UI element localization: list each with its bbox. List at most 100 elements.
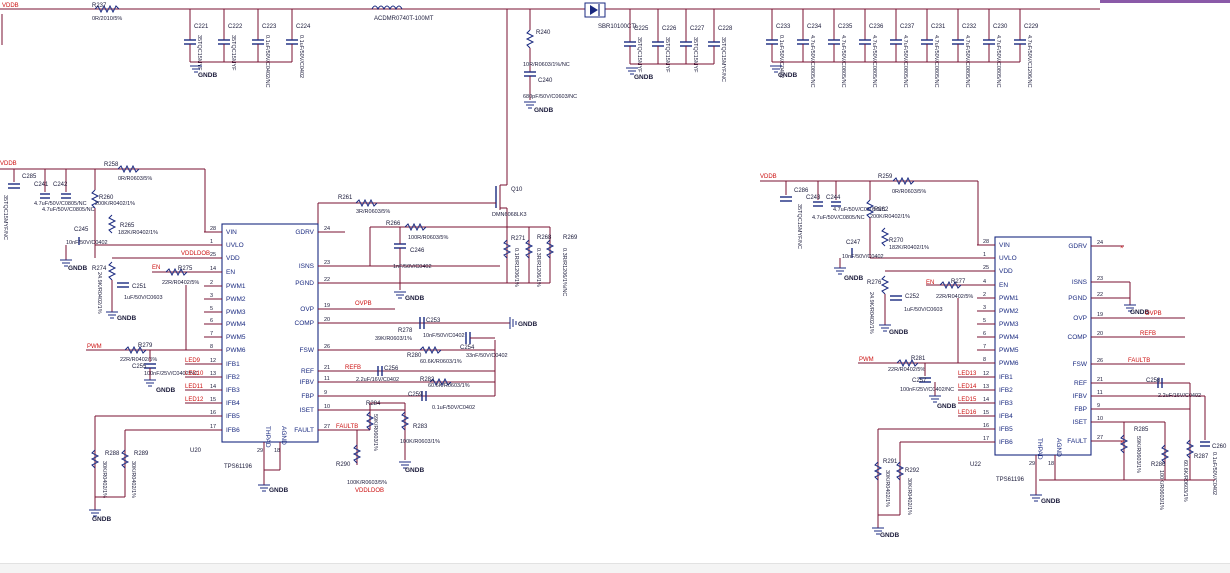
net-led14-u22: LED14 bbox=[958, 384, 977, 390]
u20-pin-ifb2-num: 13 bbox=[210, 371, 216, 377]
r277-ref: R277 bbox=[951, 279, 966, 285]
r276-value: 24.9K/R0402/1% bbox=[868, 292, 874, 334]
gnd-label-pgnd-r: GNDB bbox=[1130, 309, 1149, 316]
snubber-network: R240 10R/R0603/1%/NC C240 680pF/50V/C060… bbox=[523, 9, 577, 114]
u22-pin-fbp-num: 9 bbox=[1097, 403, 1100, 409]
u22-pin-ifb5-label: IFB5 bbox=[999, 426, 1013, 433]
u20-pin-ifb4-label: IFB4 bbox=[226, 400, 240, 407]
c221-ref: C221 bbox=[194, 24, 209, 30]
output-caps-group-a: C22535TQC15MYFC22635TQC15MYFC22735TQC15M… bbox=[624, 9, 733, 82]
u22-pin-gdrv-num: 24 bbox=[1097, 240, 1103, 246]
r292-value: 30K/R0402/1% bbox=[906, 478, 912, 515]
u20-pin-ifb2-label: IFB2 bbox=[226, 374, 240, 381]
bottom-scroll-strip[interactable] bbox=[0, 563, 1230, 573]
u22-pin-ref-num: 21 bbox=[1097, 377, 1103, 383]
net-refb-u20: REFB bbox=[345, 365, 361, 371]
r274-ref: R274 bbox=[92, 266, 107, 272]
c244-value: 4.7uF/50V/C0805/NC bbox=[833, 207, 886, 213]
u20-pin-ifb6-num: 17 bbox=[210, 424, 216, 430]
net-led13-u22: LED13 bbox=[958, 371, 977, 377]
net-led12-u20: LED12 bbox=[185, 397, 204, 403]
c257-ref: C257 bbox=[912, 378, 927, 384]
u22-ref: U22 bbox=[970, 462, 982, 468]
r265-value: 182K/R0402/1% bbox=[118, 230, 158, 236]
r279-ref: R279 bbox=[138, 343, 153, 349]
u22-pin-ifb4-label: IFB4 bbox=[999, 413, 1013, 420]
c227-ref: C227 bbox=[690, 26, 705, 32]
r284-value: 59K/R0603/1% bbox=[372, 414, 378, 451]
r266-value: 100R/R0603/5% bbox=[408, 235, 448, 241]
u20-pin-ref-label: REF bbox=[301, 368, 314, 375]
u22-pin-pwm5-num: 7 bbox=[983, 344, 986, 350]
gnd-label-pwm-r: GNDB bbox=[937, 403, 956, 410]
u22-right-network: × GNDB OVPB REFB FAULTB × C258 2.2uF/16V… bbox=[1039, 245, 1227, 510]
u20-pin-pwm3-num: 5 bbox=[210, 306, 213, 312]
r269-ref: R269 bbox=[563, 235, 578, 241]
u22-pin-isns-label: ISNS bbox=[1072, 279, 1088, 286]
r261-ref: R261 bbox=[338, 195, 353, 201]
c229-value: 4.7uF/50V/C1206/NC bbox=[1026, 35, 1032, 88]
net-ovpb-u20: OVPB bbox=[355, 301, 372, 307]
c251-value: 1uF/50V/C0603 bbox=[124, 295, 163, 301]
gnd-label-uvlo: GNDB bbox=[68, 265, 87, 272]
no-connect-gdrv: × bbox=[1120, 245, 1124, 251]
u20-pin-gdrv-label: GDRV bbox=[295, 229, 314, 236]
c247-ref: C247 bbox=[846, 240, 861, 246]
u20-pin-vdd-num: 25 bbox=[210, 252, 216, 258]
u20-agnd-num: 18 bbox=[274, 448, 280, 454]
u22-pin-isns-num: 23 bbox=[1097, 276, 1103, 282]
r268-ref: R268 bbox=[537, 235, 552, 241]
gnd-label-caps-mid: GNDB bbox=[634, 74, 653, 81]
c235-ref: C235 bbox=[838, 24, 853, 30]
net-vddb-left: VDDB bbox=[0, 161, 17, 167]
c240-ref: C240 bbox=[538, 78, 553, 84]
c243-value: 4.7uF/50V/C0805/NC bbox=[812, 215, 865, 221]
r260-ref: R260 bbox=[99, 195, 114, 201]
u22-thpad-num: 29 bbox=[1029, 461, 1035, 467]
u20-pin-ref-num: 21 bbox=[324, 365, 330, 371]
u22-pin-ifb6-label: IFB6 bbox=[999, 439, 1013, 446]
u22-pin-pwm2-num: 3 bbox=[983, 305, 986, 311]
r279-value: 22R/R0402/5% bbox=[120, 357, 157, 363]
c237-ref: C237 bbox=[900, 24, 915, 30]
c246-ref: C246 bbox=[410, 248, 425, 254]
u22-pin-ifb2-label: IFB2 bbox=[999, 387, 1013, 394]
r282-ref: R282 bbox=[420, 377, 435, 383]
u22-pin-fsw-num: 26 bbox=[1097, 358, 1103, 364]
c258-value: 2.2uF/16V/C0402 bbox=[1158, 393, 1201, 399]
r291-ref: R291 bbox=[883, 459, 898, 465]
r280-value: 60.6K/R0603/1% bbox=[420, 359, 462, 365]
r275-value: 22R/R0402/5% bbox=[162, 280, 199, 286]
u20-pin-en-num: 14 bbox=[210, 266, 216, 272]
r278-ref: R278 bbox=[398, 328, 413, 334]
u22-pin-en-label: EN bbox=[999, 282, 1008, 289]
u20-agnd-name: AGND bbox=[280, 426, 287, 445]
u20-pin-isns-num: 23 bbox=[324, 260, 330, 266]
c234-ref: C234 bbox=[807, 24, 822, 30]
u20-pin-vin-label: VIN bbox=[226, 229, 237, 236]
u22-agnd-name: AGND bbox=[1055, 438, 1062, 457]
r288-ref: R288 bbox=[105, 451, 120, 457]
net-pwm-u22: PWM bbox=[859, 357, 874, 363]
u20-thpad-name: THPAD bbox=[264, 426, 271, 448]
u22-pin-ifbv-label: IFBV bbox=[1073, 393, 1088, 400]
u20-pin-ifb5-num: 16 bbox=[210, 410, 216, 416]
c260-ref: C260 bbox=[1212, 444, 1227, 450]
net-faultb-u20: FAULTB bbox=[336, 424, 358, 430]
r292-ref: R292 bbox=[905, 468, 920, 474]
net-en-u20: EN bbox=[152, 265, 160, 271]
c286-value: 35TQC15MYF/NC bbox=[796, 204, 802, 249]
u20-pin-pwm1-num: 2 bbox=[210, 280, 213, 286]
u22-agnd-num: 18 bbox=[1048, 461, 1054, 467]
net-led10-u20: LED10 bbox=[185, 371, 204, 377]
c223-ref: C223 bbox=[262, 24, 277, 30]
r240-value: 10R/R0603/1%/NC bbox=[523, 62, 570, 68]
input-caps-group: C22135TQC15MYFC22235TQC15MYFC2230.1uF/50… bbox=[184, 9, 311, 88]
c254-value: 33nF/50V/C0402 bbox=[466, 353, 508, 359]
c247-value: 10nF/50V/C0402 bbox=[842, 254, 884, 260]
net-vddb-right: VDDB bbox=[760, 174, 777, 180]
net-en-u22: EN bbox=[926, 280, 934, 286]
u20-pin-pwm5-num: 7 bbox=[210, 331, 213, 337]
u22-pin-ref-label: REF bbox=[1074, 380, 1087, 387]
